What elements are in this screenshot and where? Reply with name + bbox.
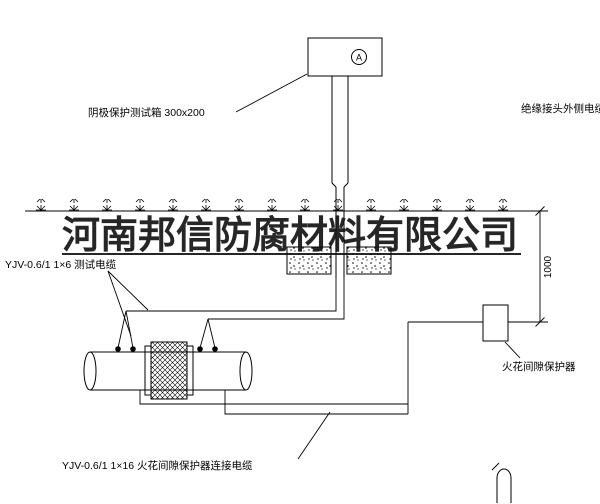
dimension-1000: 1000 [508,206,554,327]
corner-pipe-symbol [491,462,512,503]
flange-left [144,345,152,396]
test-cables [117,278,345,349]
pipe-end-right [239,351,253,391]
connect-cable-label: YJV-0.6/1 1×16 火花间隙保护器连接电缆 [62,459,253,472]
outer-cable-label: 绝缘接头外侧电缆 [521,102,600,115]
concrete-block-left [286,246,332,275]
dim-tick-top [535,206,545,216]
spark-gap-protector [482,304,509,342]
test-box-outline [307,37,383,77]
pipe-end-left [83,351,97,391]
test-cable-label: YJV-0.6/1 1×6 测试电缆 [5,258,117,271]
watermark-text: 河南邦信防腐材料有限公司 [62,212,518,257]
test-box-leader-line [235,73,308,113]
flange-right [186,345,194,396]
spark-gap-leader-line [504,341,521,359]
cable-connection-dots [115,346,218,352]
spark-gap-connection [139,321,483,415]
meter-letter: A [356,53,362,63]
dim-tick-bottom [535,317,545,327]
test-box: A [307,37,383,77]
meter-circle-icon [351,49,367,65]
test-box-label: 阴极保护测试箱 300x200 [88,106,205,119]
conduit-riser [331,76,349,278]
pipeline [83,341,253,400]
spark-gap-label: 火花间隙保护器 [502,360,576,373]
ground-surface [25,199,523,212]
concrete-block-right [346,246,392,275]
label-leader-lines [107,270,331,460]
watermark: 河南邦信防腐材料有限公司 [62,212,521,257]
insulating-joint [150,341,188,400]
ground-hatch [28,199,522,211]
dimension-text: 1000 [543,255,554,278]
